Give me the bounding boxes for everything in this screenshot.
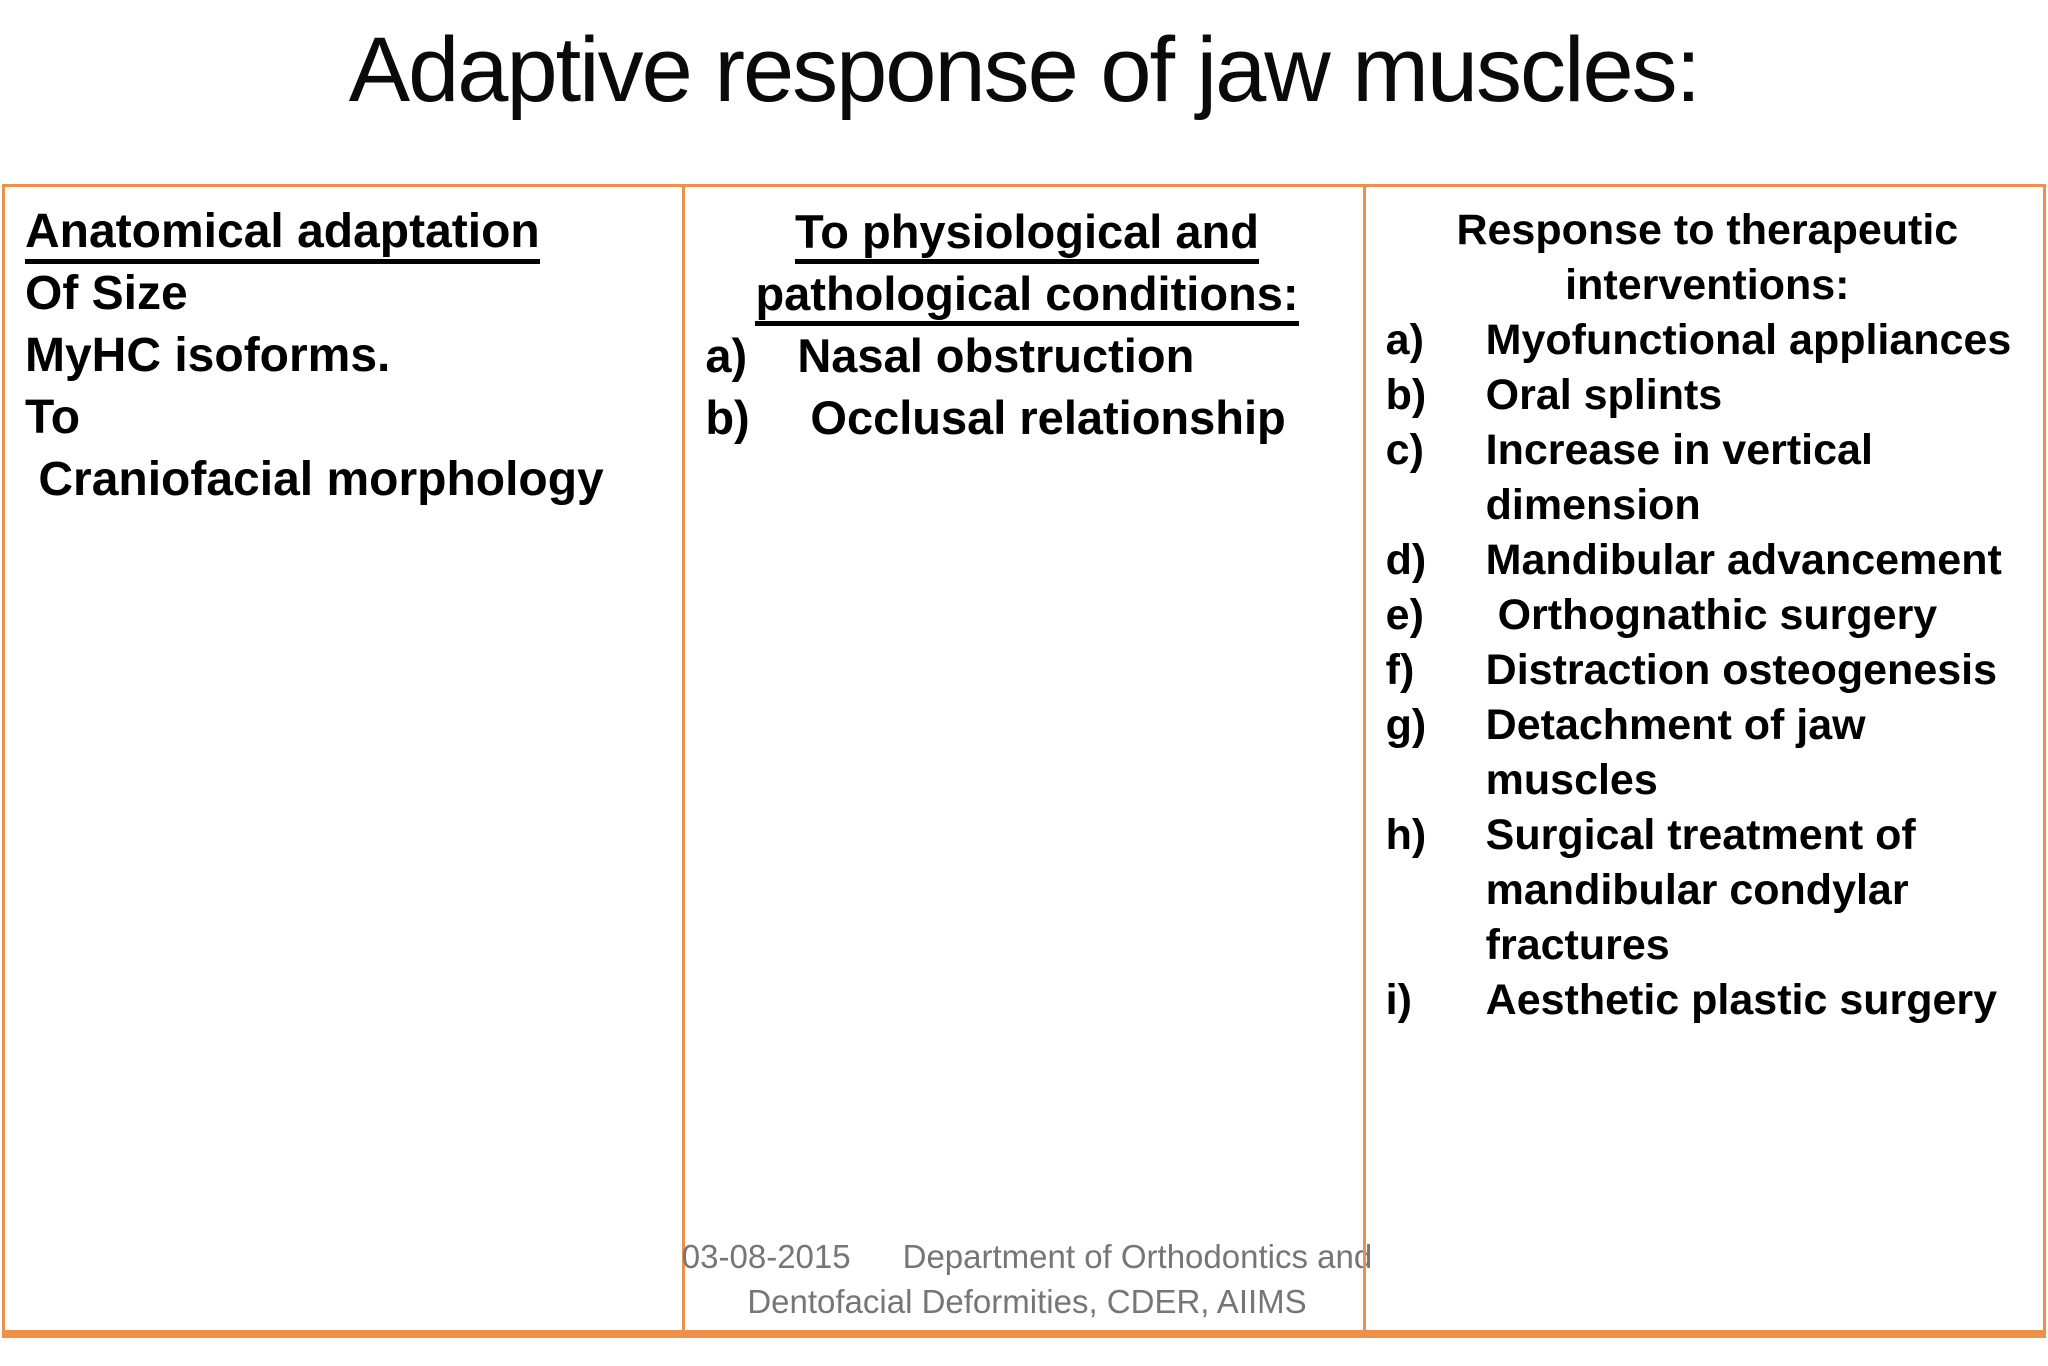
list-item: h) Surgical treatment of mandibular cond… bbox=[1386, 808, 2029, 973]
list-item: b) Oral splints bbox=[1386, 368, 2029, 423]
anatomical-line: To bbox=[25, 391, 81, 444]
column-therapeutic-header: Response to therapeutic bbox=[1456, 206, 1959, 254]
anatomical-line: Craniofacial morphology bbox=[25, 453, 604, 506]
column-physiological-conditions: To physiological and pathological condit… bbox=[682, 187, 1372, 1330]
list-item-marker: b) bbox=[1385, 371, 1427, 419]
list-item: d) Mandibular advancement bbox=[1386, 533, 2029, 588]
content-table: Anatomical adaptation Of Size MyHC isofo… bbox=[2, 184, 2046, 1338]
list-item: i) Aesthetic plastic surgery bbox=[1386, 973, 2029, 1028]
list-item-text: Distraction osteogenesis bbox=[1485, 646, 1998, 694]
footer-org-line2: Dentofacial Deformities, CDER, AIIMS bbox=[747, 1283, 1307, 1320]
list-item-text: Myofunctional appliances bbox=[1485, 316, 2012, 364]
list-item-text: Orthognathic surgery bbox=[1485, 591, 1938, 639]
list-item: g) Detachment of jaw muscles bbox=[1386, 698, 2029, 808]
column-physiological-header: pathological conditions: bbox=[705, 263, 1348, 326]
list-item-text: Mandibular advancement bbox=[1485, 536, 2002, 584]
list-item: f) Distraction osteogenesis bbox=[1386, 643, 2029, 698]
list-item-marker: g) bbox=[1385, 701, 1427, 749]
list-item-text: Nasal obstruction bbox=[797, 329, 1195, 382]
list-item-marker: h) bbox=[1385, 811, 1427, 859]
anatomical-line: MyHC isoforms. bbox=[25, 329, 391, 382]
slide-footer: 03-08-2015 Department of Orthodontics an… bbox=[682, 1234, 1372, 1324]
list-item: b) Occlusal relationship bbox=[705, 387, 1348, 449]
slide-title: Adaptive response of jaw muscles: bbox=[348, 19, 1701, 121]
list-item-text: Increase in vertical dimension bbox=[1485, 426, 1885, 529]
list-item: c) Increase in vertical dimension bbox=[1386, 423, 2029, 533]
column-anatomical-header: Anatomical adaptation bbox=[25, 201, 668, 264]
list-item: e) Orthognathic surgery bbox=[1386, 588, 2029, 643]
anatomical-line: Of Size bbox=[25, 267, 188, 320]
column-therapeutic-header: interventions: bbox=[1565, 261, 1850, 309]
list-item-marker: c) bbox=[1385, 426, 1424, 474]
list-item-marker: e) bbox=[1385, 591, 1424, 639]
column-therapeutic-interventions: Response to therapeutic interventions: a… bbox=[1362, 187, 2043, 1330]
list-item-marker: d) bbox=[1385, 536, 1427, 584]
list-item-text: Occlusal relationship bbox=[797, 391, 1286, 444]
list-item-text: Surgical treatment of mandibular condyla… bbox=[1485, 811, 1928, 969]
list-item-marker: b) bbox=[705, 391, 750, 444]
list-item: a) Myofunctional appliances bbox=[1386, 313, 2029, 368]
footer-line-1: 03-08-2015 Department of Orthodontics an… bbox=[682, 1234, 1372, 1279]
footer-org-line1: Department of Orthodontics and bbox=[902, 1238, 1373, 1275]
column-physiological-header: To physiological and bbox=[705, 201, 1348, 264]
list-item-marker: f) bbox=[1385, 646, 1415, 694]
footer-date: 03-08-2015 bbox=[681, 1238, 851, 1275]
list-item-marker: a) bbox=[705, 329, 748, 382]
list-item-text: Detachment of jaw muscles bbox=[1485, 701, 1878, 804]
list-item-marker: a) bbox=[1385, 316, 1424, 364]
list-item-marker: i) bbox=[1385, 976, 1412, 1024]
list-item: a) Nasal obstruction bbox=[705, 325, 1348, 387]
list-item-text: Aesthetic plastic surgery bbox=[1485, 976, 1998, 1024]
column-anatomical-adaptation: Anatomical adaptation Of Size MyHC isofo… bbox=[5, 187, 682, 1330]
list-item-text: Oral splints bbox=[1485, 371, 1723, 419]
